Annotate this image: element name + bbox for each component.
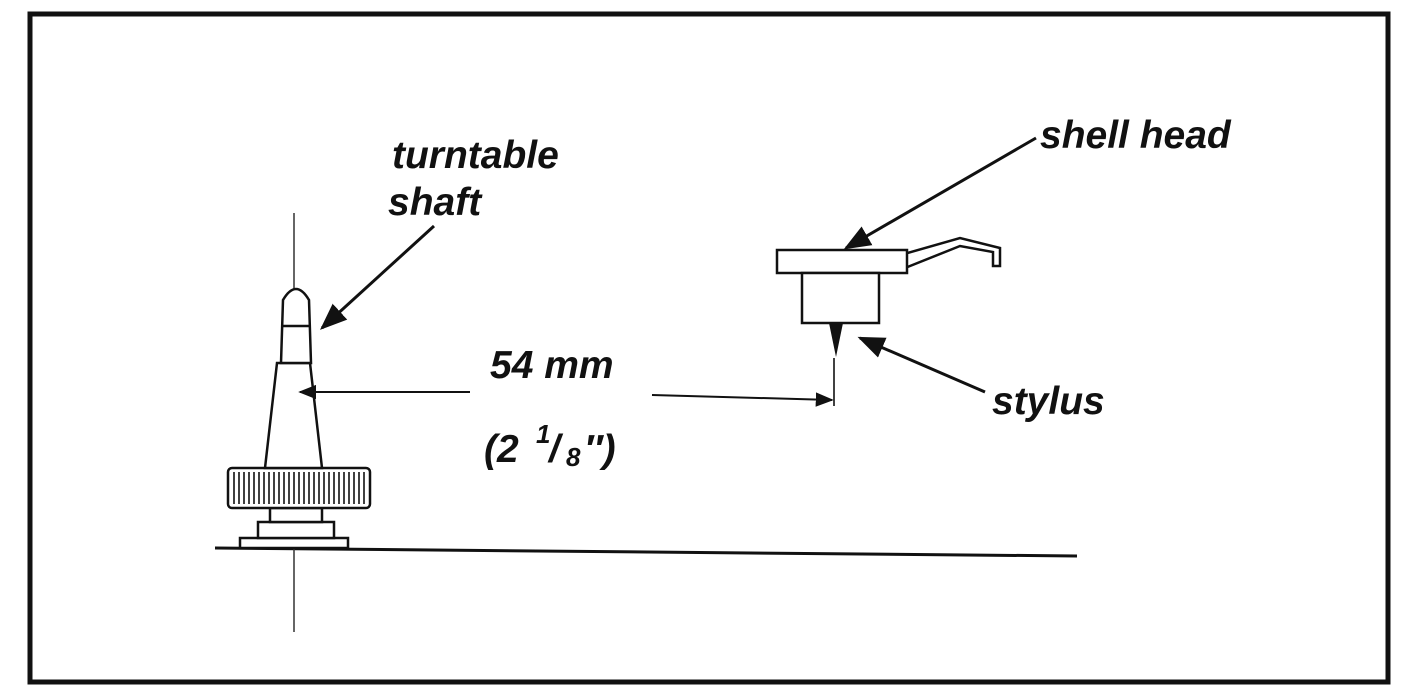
stylus-tip: [829, 323, 843, 357]
distance-imperial-slash: /: [547, 428, 564, 471]
knurl-pattern: [233, 472, 365, 504]
turntable-shaft: [226, 287, 372, 550]
distance-imperial-denominator: 8: [566, 442, 581, 472]
cartridge: [800, 271, 881, 325]
leader-lines: [320, 136, 1037, 394]
turntable-base-line: [214, 546, 1078, 558]
distance-imperial-label: (2 1 / 8 ″): [484, 419, 616, 472]
shell-head: [775, 236, 1002, 325]
distance-imperial-open: (2: [484, 428, 519, 471]
distance-metric-label: 54 mm: [490, 344, 614, 387]
distance-imperial-numerator: 1: [536, 419, 550, 449]
distance-imperial-close: ″): [584, 428, 616, 471]
dimension-indicator: [298, 358, 835, 407]
stylus-label: stylus: [992, 380, 1105, 423]
diagram-frame: [27, 11, 1391, 685]
shell-head-label: shell head: [1040, 114, 1232, 157]
turntable-shaft-label-line1: turntable: [392, 134, 559, 177]
turntable-shaft-label-line2: shaft: [388, 181, 483, 224]
